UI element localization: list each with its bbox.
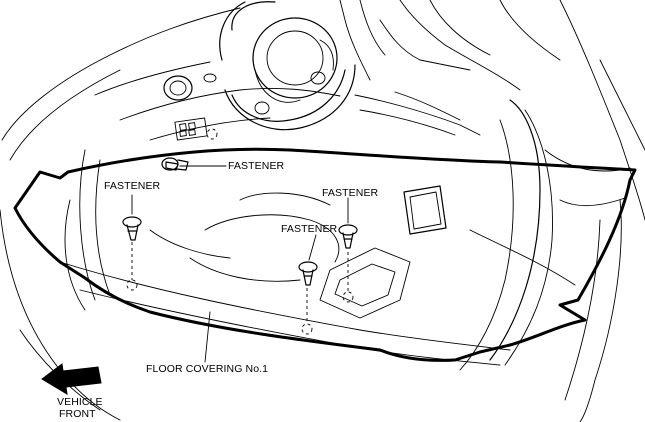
vehicle-front-label-line2: FRONT xyxy=(59,408,96,420)
fastener-clip-center xyxy=(298,261,318,335)
fastener-label-right-lower: FASTENER xyxy=(281,223,338,235)
floor-covering-label: FLOOR COVERING No.1 xyxy=(146,363,269,375)
vehicle-front-label-line1: VEHICLE xyxy=(57,396,103,408)
fastener-label-top: FASTENER xyxy=(228,160,285,172)
fastener-label-right-upper: FASTENER xyxy=(322,187,379,199)
leader-lines xyxy=(131,165,349,363)
fastener-label-left: FASTENER xyxy=(104,180,161,192)
vehicle-front-arrow-icon xyxy=(41,363,102,395)
floor-covering-outline xyxy=(13,147,637,362)
fastener-clip-right xyxy=(338,224,358,303)
fastener-clip-left xyxy=(122,216,142,291)
